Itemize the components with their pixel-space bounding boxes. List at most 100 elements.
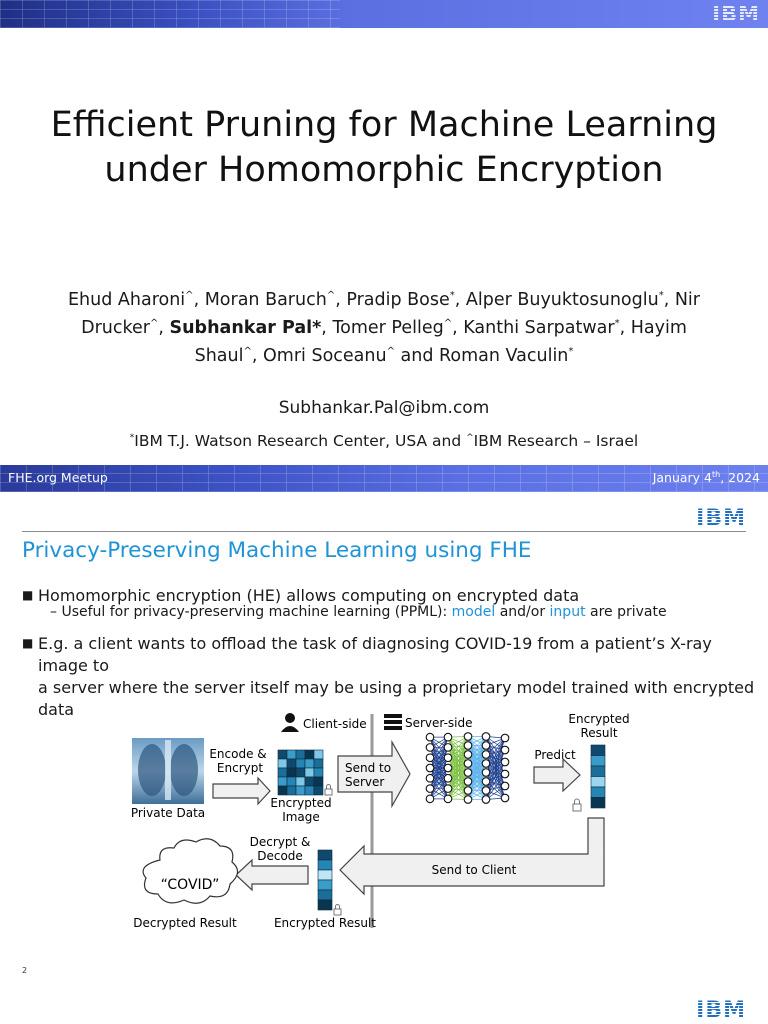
contact-email[interactable]: Subhankar.Pal@ibm.com — [278, 398, 490, 418]
nn-edge — [429, 767, 449, 800]
author-affil-mark: * — [568, 345, 574, 357]
author-name: Pradip Bose — [346, 289, 450, 310]
nn-edge — [447, 736, 469, 769]
cipher-cell — [304, 749, 315, 760]
nn-edge — [447, 736, 469, 773]
nn-edge — [447, 736, 469, 758]
cipher-cell — [286, 749, 297, 760]
encode-encrypt-line2: Encrypt — [217, 761, 263, 775]
author-name: Alper Buyuktosunoglu — [465, 289, 659, 310]
cipher-cell — [304, 767, 315, 778]
cipher-cell — [286, 776, 297, 787]
cipher-cell — [295, 785, 306, 796]
nn-node — [425, 773, 435, 783]
nn-edge — [447, 757, 469, 782]
author-affil-mark: * — [449, 290, 455, 301]
cipher-cell — [277, 758, 288, 769]
encrypted-result-bottom-label: Encrypted Result — [274, 916, 376, 930]
author-affil-mark: ^ — [149, 317, 159, 329]
cipher-cell — [313, 767, 324, 778]
nn-node — [425, 732, 435, 742]
covid-result: “COVID” — [161, 877, 220, 893]
nn-node — [463, 732, 473, 741]
cipher-cell — [286, 785, 297, 796]
slide-title: Efficient Pruning for Machine Learning u… — [0, 103, 768, 193]
slide2-title: Privacy-Preserving Machine Learning usin… — [22, 538, 532, 563]
server-icon — [384, 714, 402, 730]
nn-node — [481, 741, 491, 750]
cipher-cell — [590, 776, 606, 788]
encode-arrow — [212, 776, 271, 806]
header-rule — [22, 531, 746, 532]
neural-network-icon — [425, 732, 510, 804]
nn-node — [425, 784, 435, 793]
cipher-cell — [304, 785, 315, 796]
cipher-cell — [590, 755, 606, 767]
cipher-cell — [313, 749, 324, 760]
nn-node — [481, 786, 491, 795]
nn-node — [463, 750, 473, 759]
cipher-cell — [590, 744, 606, 756]
sub-bullet-1: – Useful for privacy-preserving machine … — [50, 604, 667, 620]
top-banner — [0, 0, 768, 28]
model-keyword: model — [451, 604, 496, 620]
author-name: Roman Vaculin — [439, 345, 569, 366]
person-icon — [281, 713, 299, 732]
nn-node — [481, 732, 491, 741]
footer-bar — [0, 465, 768, 492]
nn-edge — [485, 737, 506, 764]
cipher-cell — [277, 767, 288, 778]
nn-node — [500, 757, 510, 767]
ibm-logo-slide2: IBM — [696, 506, 746, 531]
nn-edge — [485, 749, 506, 782]
nn-node — [500, 745, 510, 755]
nn-node — [463, 768, 473, 777]
decrypted-result-label: Decrypted Result — [133, 916, 237, 930]
nn-edge — [485, 773, 506, 800]
author-name: Nir Drucker — [81, 289, 700, 338]
title-line-2: under Homomorphic Encryption — [104, 150, 664, 190]
predict-label: Predict — [534, 748, 576, 762]
nn-node — [481, 750, 491, 759]
encrypted-image-grid — [277, 749, 324, 796]
cipher-cell — [590, 786, 606, 798]
lock-icon — [333, 904, 342, 916]
nn-edge — [447, 772, 469, 800]
nn-node — [443, 794, 453, 804]
cipher-cell — [317, 899, 333, 911]
cipher-cell — [277, 749, 288, 760]
send-to-client-arrow — [339, 817, 605, 896]
private-data-label: Private Data — [131, 806, 205, 820]
cipher-cell — [286, 767, 297, 778]
author-name: Tomer Pelleg — [332, 317, 444, 338]
ibm-logo-top: IBM — [712, 2, 760, 26]
affil-mark-1: * — [129, 432, 135, 443]
nn-node — [481, 795, 491, 804]
nn-edge — [485, 761, 506, 782]
nn-edge — [447, 763, 469, 800]
cipher-cell — [277, 776, 288, 787]
nn-node — [443, 763, 453, 773]
page-number: 2 — [22, 966, 28, 975]
nn-edge — [485, 761, 506, 791]
affil-mark-2: ^ — [466, 432, 474, 443]
cipher-cell — [313, 785, 324, 796]
nn-node — [481, 768, 491, 777]
author-affil-mark: ^ — [386, 345, 395, 357]
nn-node — [443, 784, 453, 793]
nn-node — [463, 759, 473, 768]
predict-arrow — [533, 757, 581, 793]
nn-node — [463, 786, 473, 795]
banner-pattern — [0, 0, 340, 28]
nn-node — [425, 794, 435, 804]
encrypted-result-top-line1: Encrypted — [568, 712, 629, 726]
author-list: Ehud Aharoni^, Moran Baruch^, Pradip Bos… — [68, 289, 700, 366]
nn-node — [425, 743, 435, 752]
lock-icon — [324, 784, 333, 796]
affil-part-1: IBM T.J. Watson Research Center, USA and — [134, 432, 467, 450]
author-name: Omri Soceanu — [263, 345, 387, 366]
nn-node — [463, 741, 473, 750]
cipher-cell — [304, 776, 315, 787]
title-line-1: Efficient Pruning for Machine Learning — [50, 105, 718, 145]
encrypted-result-vector-top — [590, 744, 606, 809]
